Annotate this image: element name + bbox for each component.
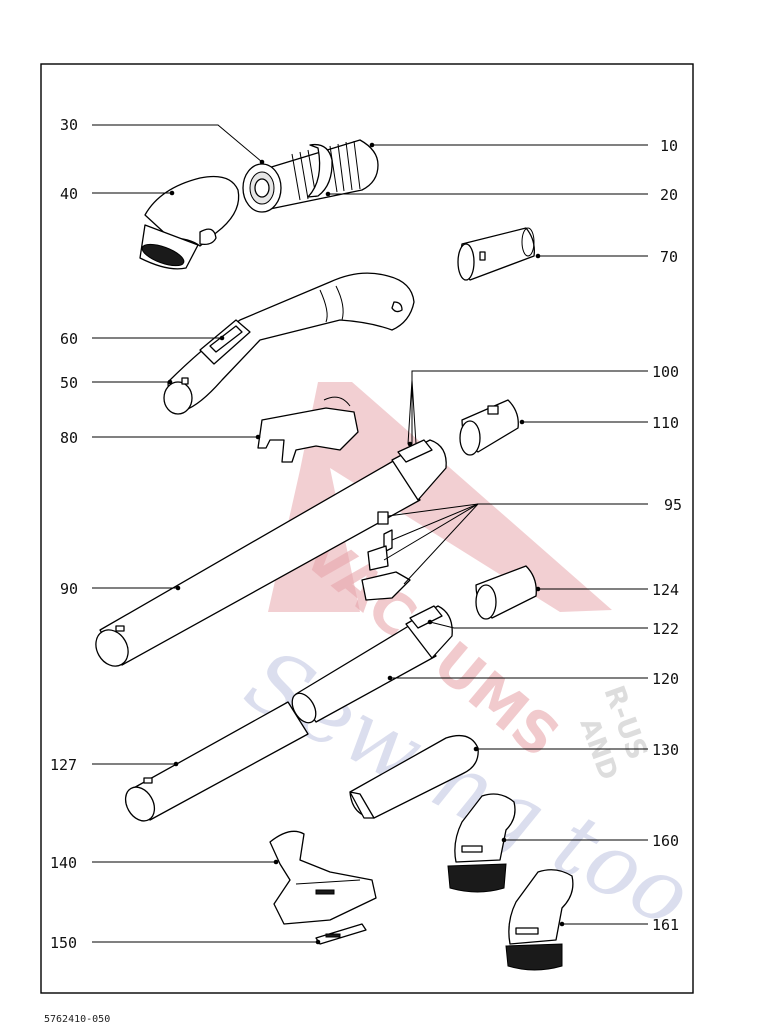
part-sleeve <box>457 227 535 281</box>
part-extension-tube-middle <box>291 605 453 724</box>
callout-100: 100 <box>652 363 679 381</box>
part-upholstery-tool <box>269 830 377 925</box>
callout-10: 10 <box>660 137 678 155</box>
part-handle <box>163 272 415 415</box>
callout-80: 80 <box>60 429 78 447</box>
diagram-frame <box>40 63 694 994</box>
part-coupling-124 <box>475 565 537 620</box>
callout-40: 40 <box>60 185 78 203</box>
callout-140: 140 <box>50 854 77 872</box>
part-hose-swivel <box>242 139 379 213</box>
part-latch-assembly <box>361 511 411 601</box>
leader-lines <box>92 124 648 945</box>
part-brush-strip <box>315 923 367 945</box>
callout-50: 50 <box>60 374 78 392</box>
callout-120: 120 <box>652 670 679 688</box>
callout-60: 60 <box>60 330 78 348</box>
callout-124: 124 <box>652 581 679 599</box>
callout-20: 20 <box>660 186 678 204</box>
callout-30: 30 <box>60 116 78 134</box>
part-dusting-brush-160 <box>447 793 516 893</box>
part-coupling-110 <box>459 399 519 456</box>
watermark-red-chevron <box>268 382 612 612</box>
part-dusting-brush-161 <box>505 869 574 971</box>
callout-95: 95 <box>664 496 682 514</box>
part-clip <box>257 396 359 463</box>
part-crevice-tool <box>349 734 479 819</box>
callout-122: 122 <box>652 620 679 638</box>
part-elbow-adapter <box>139 175 240 270</box>
document-number: 5762410-050 <box>44 1014 110 1024</box>
callout-127: 127 <box>50 756 77 774</box>
callout-161: 161 <box>652 916 679 934</box>
callout-110: 110 <box>652 414 679 432</box>
callout-130: 130 <box>652 741 679 759</box>
callout-160: 160 <box>652 832 679 850</box>
callout-90: 90 <box>60 580 78 598</box>
part-extension-tube-lower <box>124 701 309 822</box>
callout-150: 150 <box>50 934 77 952</box>
callout-labels: 30 10 40 20 70 60 100 50 110 80 95 90 12… <box>50 116 682 952</box>
callout-70: 70 <box>660 248 678 266</box>
part-extension-tube-upper <box>95 439 447 667</box>
